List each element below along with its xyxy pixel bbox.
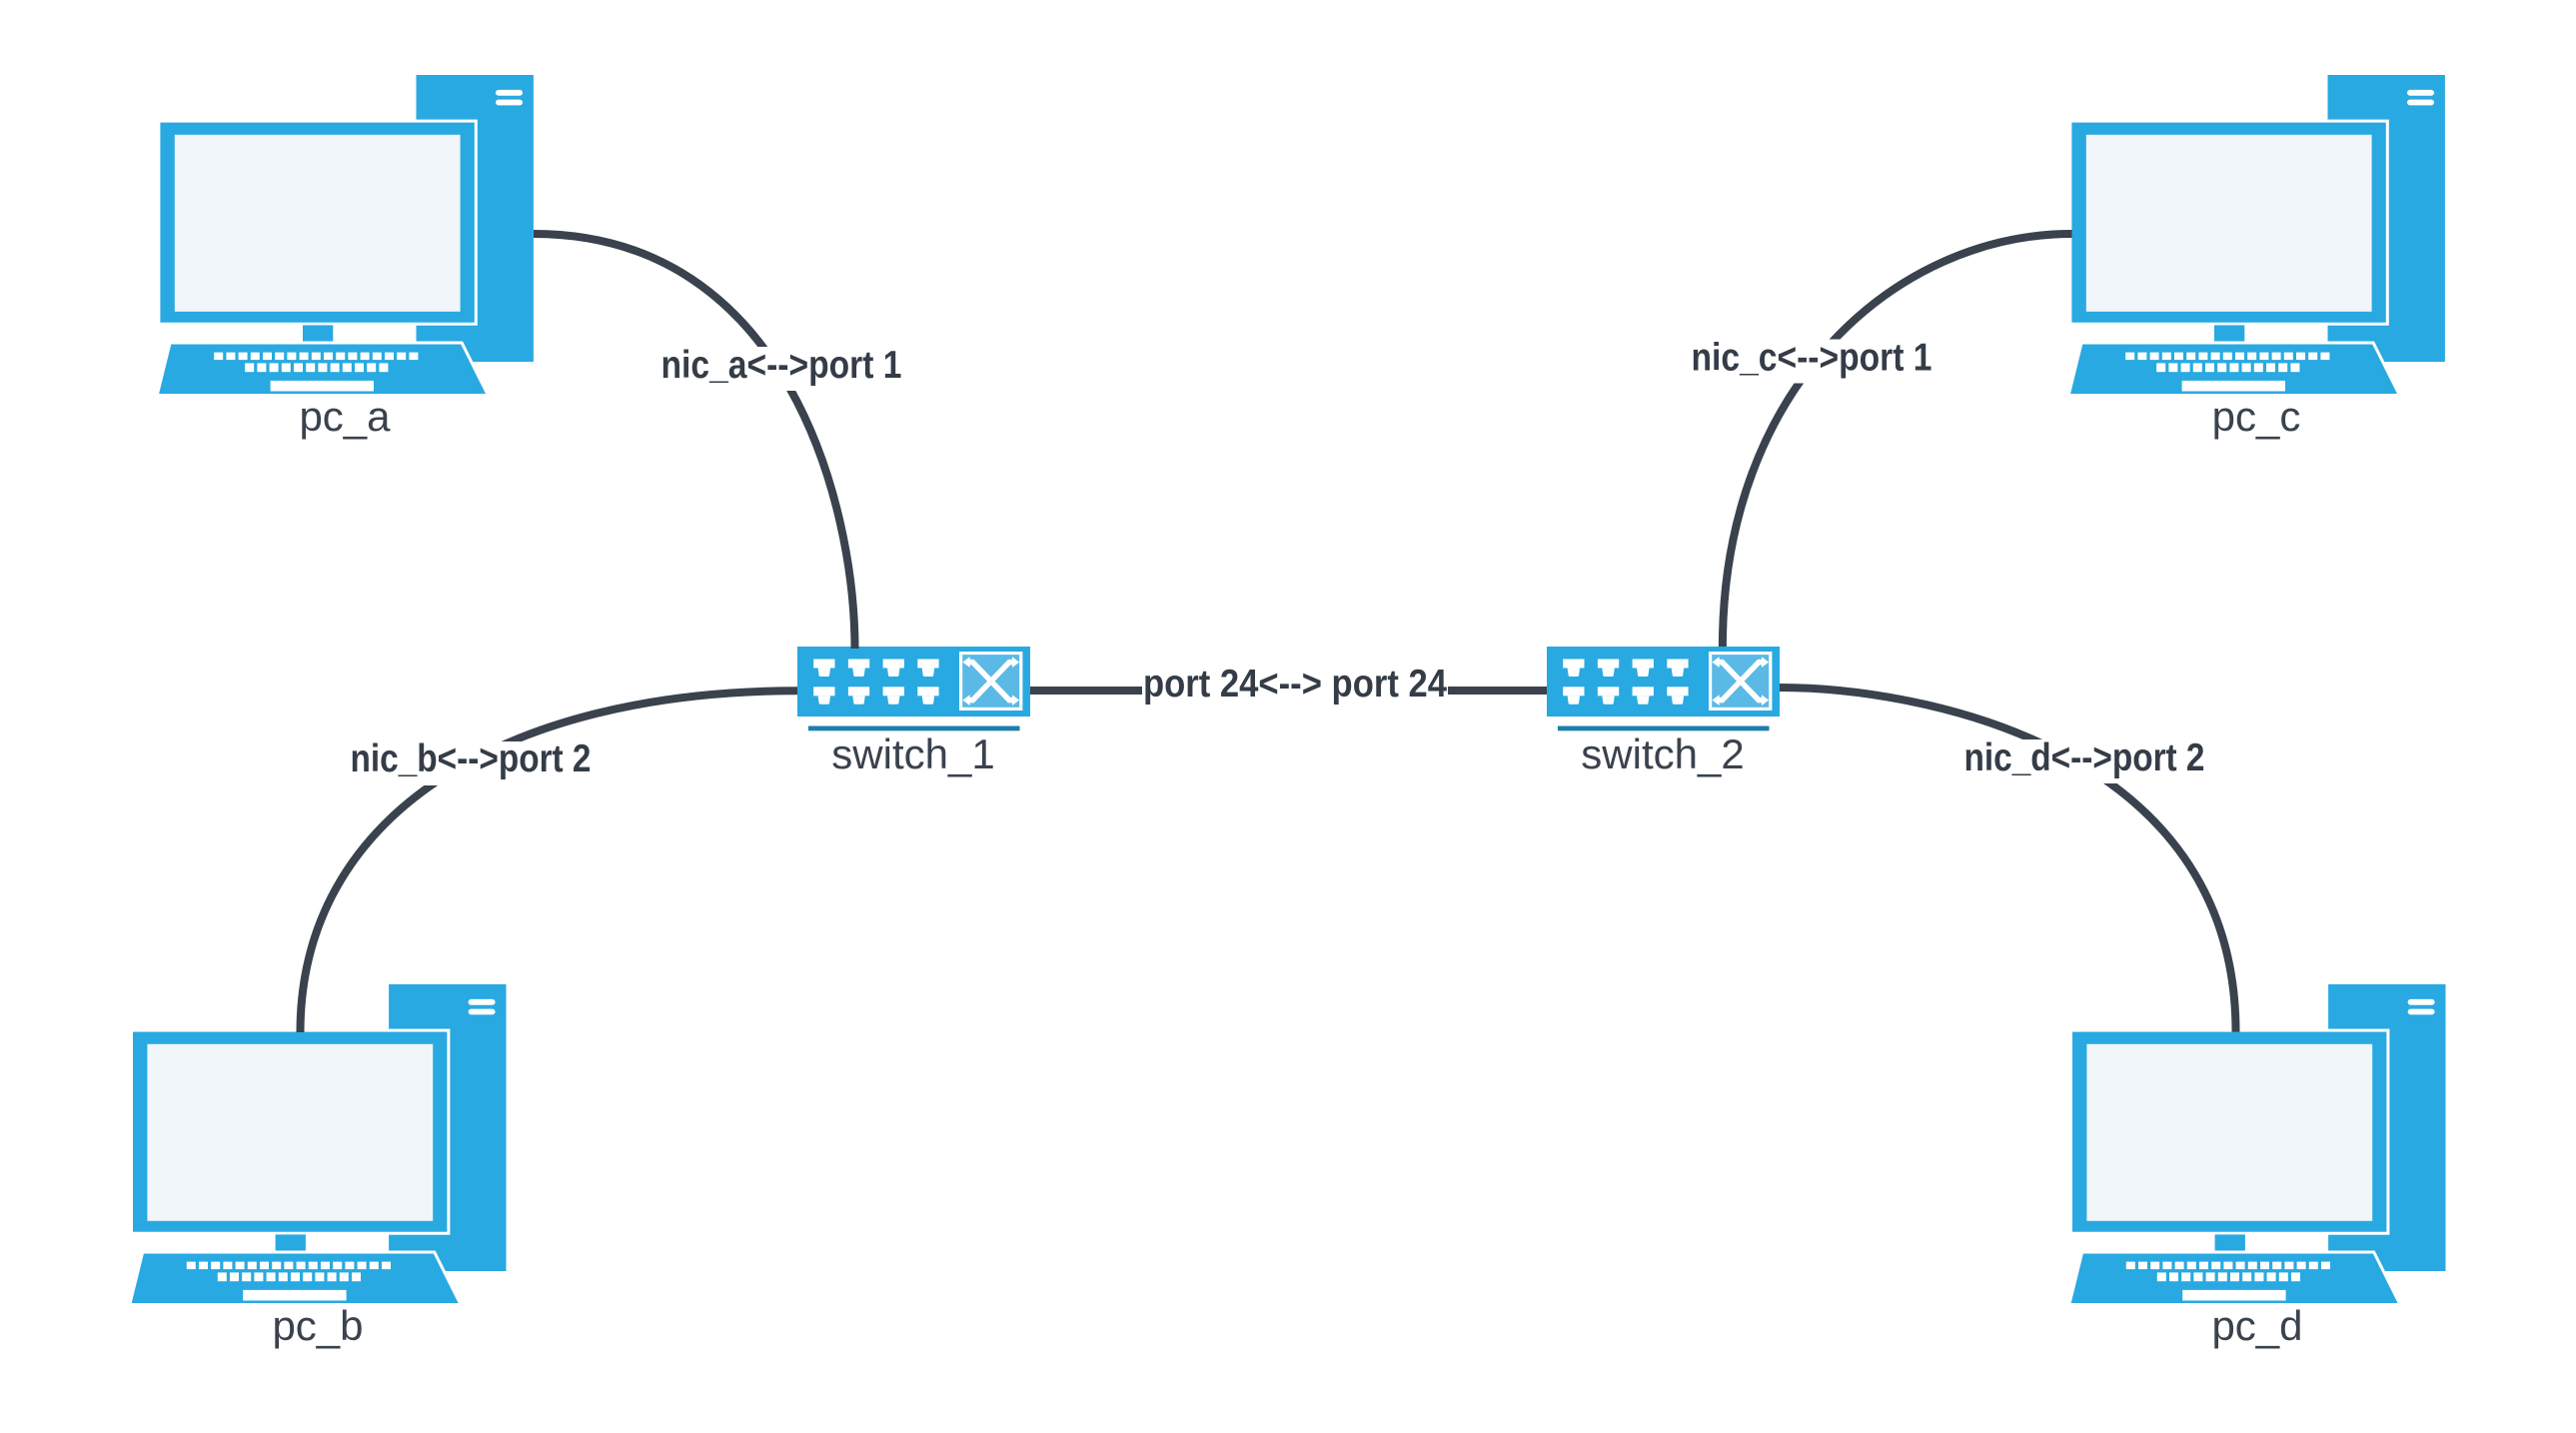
svg-text:nic_a<-->port 1: nic_a<-->port 1	[661, 344, 902, 387]
svg-text:pc_b: pc_b	[272, 1302, 363, 1349]
svg-text:nic_b<-->port 2: nic_b<-->port 2	[351, 737, 592, 780]
svg-text:nic_d<-->port 2: nic_d<-->port 2	[1964, 736, 2205, 779]
svg-text:switch_1: switch_1	[831, 730, 994, 777]
svg-text:switch_2: switch_2	[1581, 730, 1744, 777]
svg-text:pc_a: pc_a	[299, 393, 391, 440]
svg-text:nic_c<-->port 1: nic_c<-->port 1	[1692, 337, 1932, 380]
svg-text:port 24<--> port 24: port 24<--> port 24	[1143, 663, 1447, 706]
svg-text:pc_d: pc_d	[2211, 1302, 2302, 1349]
svg-text:pc_c: pc_c	[2212, 393, 2301, 440]
